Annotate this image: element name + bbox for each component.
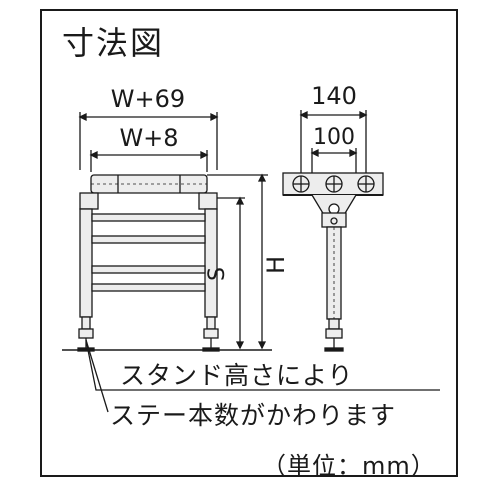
roller xyxy=(90,174,208,194)
leader-lines xyxy=(85,339,440,413)
side-view xyxy=(282,110,384,352)
outer-width-dimension xyxy=(78,112,219,170)
stays xyxy=(91,213,206,292)
inner-width-label: W+8 xyxy=(119,124,178,152)
outer-width-label: W+69 xyxy=(111,85,185,113)
left-leg xyxy=(77,208,95,352)
total-height-dimension xyxy=(207,173,268,350)
total-height-label: H xyxy=(262,256,290,274)
right-leg xyxy=(202,208,220,352)
diagram-title: 寸法図 xyxy=(62,24,165,62)
side-outer-label: 140 xyxy=(311,82,357,110)
note-line-1: スタンド高さにより xyxy=(120,361,354,390)
side-inner-label: 100 xyxy=(313,125,355,150)
unit-note: （単位：mm） xyxy=(262,452,436,480)
stand-height-dimension xyxy=(217,196,245,350)
note-line-2: ステー本数がかわります xyxy=(110,401,397,430)
diagram-frame xyxy=(40,9,458,477)
inner-width-dimension xyxy=(89,150,209,172)
roller-end-circles xyxy=(292,175,375,193)
stand-height-label: S xyxy=(205,267,230,281)
